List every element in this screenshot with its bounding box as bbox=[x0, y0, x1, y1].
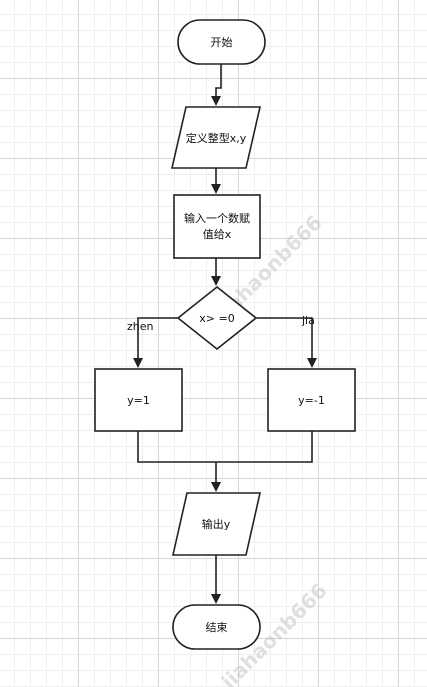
arrow-input-to-condition bbox=[211, 276, 221, 286]
condition-shape bbox=[176, 285, 258, 351]
define-shape bbox=[170, 106, 262, 169]
output-shape bbox=[171, 492, 262, 556]
define-node[interactable]: 定义整型x,y bbox=[170, 106, 262, 169]
edge-label-yes: zhen bbox=[127, 320, 154, 333]
start-shape bbox=[177, 19, 266, 65]
assign-positive-shape bbox=[94, 368, 183, 432]
end-node[interactable]: 结束 bbox=[172, 604, 261, 650]
arrow-define-to-input bbox=[211, 184, 221, 194]
assign-positive-label: y=1 bbox=[127, 394, 150, 407]
start-node[interactable]: 开始 bbox=[177, 19, 266, 65]
output-label: 输出y bbox=[202, 517, 231, 531]
assign-negative-shape bbox=[267, 368, 356, 432]
start-label: 开始 bbox=[211, 35, 233, 49]
arrow-output-to-end bbox=[211, 594, 221, 604]
arrow-condition-no bbox=[307, 358, 317, 368]
input-label-line2: 值给x bbox=[203, 228, 232, 241]
edge-merge bbox=[137, 431, 313, 463]
condition-node[interactable]: x> =0 bbox=[176, 285, 258, 351]
arrow-start-to-define bbox=[211, 96, 221, 106]
input-node[interactable]: 输入一个数赋 值给x bbox=[173, 194, 261, 259]
arrow-condition-yes bbox=[133, 358, 143, 368]
edge-condition-yes bbox=[137, 317, 178, 360]
edge-condition-no bbox=[256, 317, 313, 360]
input-shape bbox=[173, 194, 261, 259]
define-label: 定义整型x,y bbox=[186, 131, 247, 145]
assign-positive-node[interactable]: y=1 bbox=[94, 368, 183, 432]
assign-negative-node[interactable]: y=-1 bbox=[267, 368, 356, 432]
input-label-line1: 输入一个数赋 bbox=[184, 211, 250, 225]
end-shape bbox=[172, 604, 261, 650]
edge-label-no: jia bbox=[301, 314, 315, 327]
end-label: 结束 bbox=[206, 621, 228, 634]
output-node[interactable]: 输出y bbox=[171, 492, 262, 556]
edges bbox=[133, 64, 317, 604]
condition-label: x> =0 bbox=[199, 312, 234, 325]
arrow-merge-to-output bbox=[211, 482, 221, 492]
assign-negative-label: y=-1 bbox=[298, 394, 325, 407]
edge-start-to-define bbox=[215, 64, 222, 98]
